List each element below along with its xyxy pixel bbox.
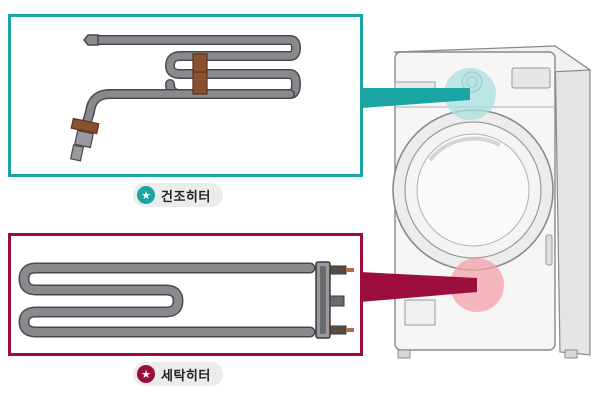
dry-heater-element [69,34,301,162]
dry-heater-connector [362,88,470,108]
star-icon: ★ [137,365,155,383]
washing-machine [392,44,592,359]
wash-heater-label-text: 세탁히터 [161,368,211,384]
star-icon: ★ [137,186,155,204]
wash-heater-label: ★ 세탁히터 [133,362,223,386]
wash-heater-connector [360,272,477,302]
dry-heater-label: ★ 건조히터 [133,183,223,207]
wash-heater-element [18,261,354,339]
dry-heater-label-text: 건조히터 [161,189,211,205]
